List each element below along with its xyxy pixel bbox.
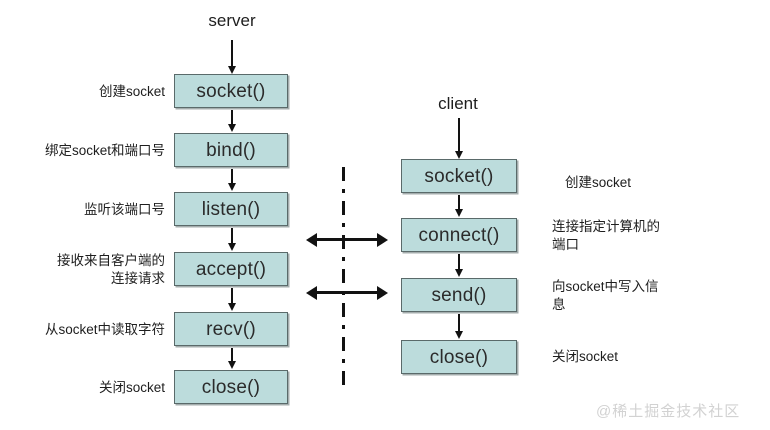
client-server-separator: [342, 167, 345, 391]
server-note-close: 关闭socket: [98, 380, 165, 395]
client-node-connect[interactable]: connect(): [401, 218, 517, 252]
exchange-arrow-recv-send: [316, 291, 378, 294]
server-arrow-accept-recv: [231, 288, 233, 304]
server-arrow-listen-accept: [231, 228, 233, 244]
server-note-recv: 从socket中读取字符: [44, 322, 165, 337]
server-arrow-socket-bind: [231, 110, 233, 125]
server-note-bind: 绑定socket和端口号: [44, 143, 165, 158]
client-arrow-socket-connect: [458, 195, 460, 210]
server-node-listen[interactable]: listen(): [174, 192, 288, 226]
client-note-close: 关闭socket: [552, 349, 619, 364]
client-node-send[interactable]: send(): [401, 278, 517, 312]
client-note-socket: 创建socket: [565, 175, 632, 190]
server-arrow-recv-close: [231, 348, 233, 362]
client-entry-arrow: [458, 118, 460, 152]
client-note-send: 向socket中写入信 息: [552, 279, 659, 313]
server-note-listen: 监听该端口号: [84, 202, 165, 217]
server-column-title: server: [208, 11, 256, 30]
server-node-recv[interactable]: recv(): [174, 312, 288, 346]
exchange-arrow-accept-connect: [316, 238, 378, 241]
server-node-socket[interactable]: socket(): [174, 74, 288, 108]
site-watermark: @稀土掘金技术社区: [596, 403, 741, 420]
client-arrow-send-close: [458, 314, 460, 332]
client-node-close[interactable]: close(): [401, 340, 517, 374]
client-column-title: client: [438, 94, 478, 113]
client-arrow-connect-send: [458, 254, 460, 270]
server-node-bind[interactable]: bind(): [174, 133, 288, 167]
server-note-socket: 创建socket: [98, 84, 165, 99]
server-entry-arrow: [231, 40, 233, 67]
server-node-accept[interactable]: accept(): [174, 252, 288, 286]
client-note-connect: 连接指定计算机的 端口: [552, 219, 660, 253]
server-arrow-bind-listen: [231, 169, 233, 184]
server-note-accept: 接收来自客户端的 连接请求: [57, 253, 165, 287]
client-node-socket[interactable]: socket(): [401, 159, 517, 193]
server-node-close[interactable]: close(): [174, 370, 288, 404]
